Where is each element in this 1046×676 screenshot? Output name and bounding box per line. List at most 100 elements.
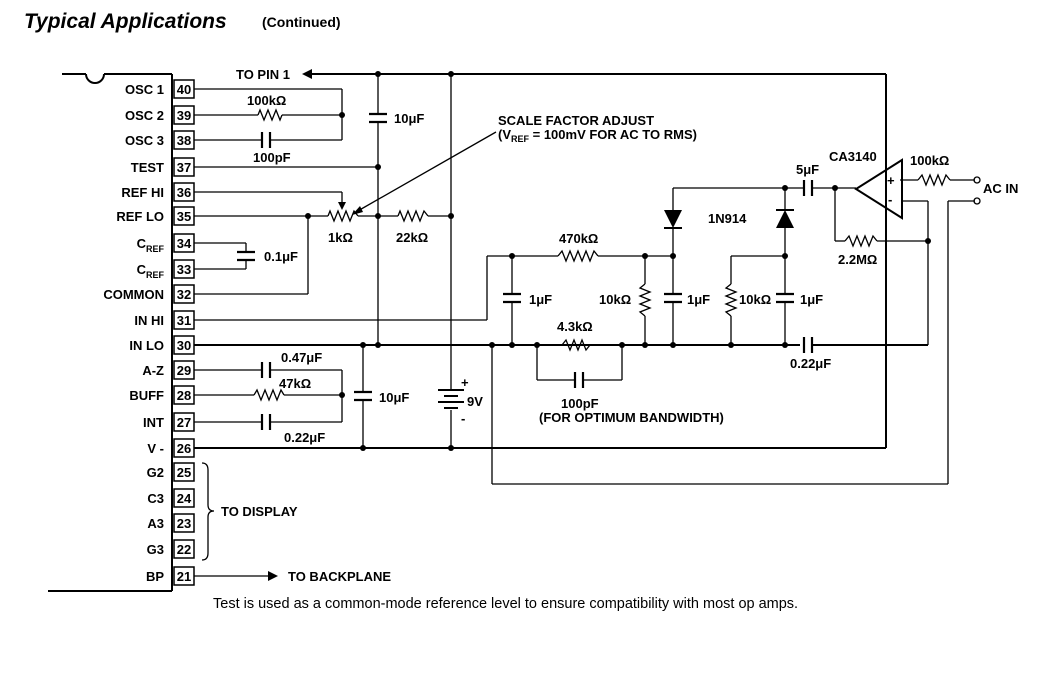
pin-number-21: 21: [177, 569, 191, 584]
pin-box-23: [173, 513, 195, 533]
pin-number-33: 33: [177, 262, 191, 277]
pin-name-32: COMMON: [103, 287, 164, 302]
label-r-22k: 22kΩ: [396, 230, 428, 245]
diode-1n914: [776, 209, 794, 228]
capacitor-cref: [237, 250, 255, 262]
label-c-in2: 1μF: [687, 292, 710, 307]
pin-number-32: 32: [177, 287, 191, 302]
capacitor-5uf: [802, 180, 814, 196]
scale-adjust-leader: [355, 131, 497, 213]
display-bracket: [201, 462, 215, 561]
label-c-in3: 1μF: [800, 292, 823, 307]
resistor-47k: [253, 388, 285, 402]
label-r-10k-b: 10kΩ: [739, 292, 771, 307]
pin-box-22: [173, 539, 195, 559]
capacitor-047uf: [260, 362, 272, 378]
resistor-470k: [557, 249, 599, 263]
pin-name-28: BUFF: [129, 388, 164, 403]
pin-number-24: 24: [177, 491, 192, 506]
section-subtitle: (Continued): [262, 14, 341, 30]
label-for-bandwidth: (FOR OPTIMUM BANDWIDTH): [539, 410, 724, 425]
label-r-470k: 470kΩ: [559, 231, 598, 246]
pin-number-40: 40: [177, 82, 191, 97]
label-c-int: 0.22μF: [284, 430, 325, 445]
pin-number-28: 28: [177, 388, 191, 403]
label-r-osc: 100kΩ: [247, 93, 286, 108]
pin-name-39: OSC 2: [125, 108, 164, 123]
capacitor-1uf-a: [503, 292, 521, 304]
pin-name-38: OSC 3: [125, 133, 164, 148]
caption: Test is used as a common-mode reference …: [213, 596, 798, 612]
label-op-minus: -: [888, 192, 892, 207]
label-c-ref: 0.1μF: [264, 249, 298, 264]
pin-number-34: 34: [177, 236, 192, 251]
pin-name-40: OSC 1: [125, 82, 164, 97]
label-battery-minus: -: [461, 411, 465, 426]
capacitor-10uf-mid: [354, 390, 372, 402]
resistor-22k: [397, 209, 429, 223]
ac-in-terminal-b: [973, 197, 981, 205]
resistor-10k-a: [638, 283, 652, 317]
label-to-pin1: TO PIN 1: [236, 67, 290, 82]
pin-number-31: 31: [177, 313, 191, 328]
label-scale-adjust: SCALE FACTOR ADJUST: [498, 113, 654, 128]
pin-name-29: A-Z: [142, 363, 164, 378]
pin-name-23: A3: [147, 516, 164, 531]
pin-name-34: CREF: [137, 236, 165, 254]
pin-box-25: [173, 462, 195, 482]
battery-9v: [438, 389, 464, 409]
label-pot: 1kΩ: [328, 230, 353, 245]
chip-outline: [48, 73, 173, 592]
wires: [194, 73, 975, 577]
pin-number-25: 25: [177, 465, 191, 480]
pin-name-26: V -: [147, 441, 164, 456]
label-opamp: CA3140: [829, 149, 877, 164]
resistor-100k-fb: [917, 173, 951, 187]
pin-number-39: 39: [177, 108, 191, 123]
label-to-backplane: TO BACKPLANE: [288, 569, 391, 584]
resistor-2m2: [844, 234, 878, 248]
label-c-in1: 1μF: [529, 292, 552, 307]
label-c-mid: 10μF: [379, 390, 409, 405]
capacitor-1uf-c: [776, 292, 794, 304]
resistor-100k-osc: [257, 108, 283, 122]
capacitor-100pf-bw: [573, 372, 585, 388]
label-op-plus: +: [887, 173, 895, 188]
label-c-top: 10μF: [394, 111, 424, 126]
pin-name-36: REF HI: [121, 185, 164, 200]
label-battery-plus: +: [461, 375, 469, 390]
pin-name-35: REF LO: [116, 209, 164, 224]
arrow-to-pin1: [302, 69, 312, 79]
capacitor-100pf-osc: [260, 132, 272, 148]
label-c-osc: 100pF: [253, 150, 291, 165]
ac-in-terminal-a: [973, 176, 981, 184]
resistor-10k-b: [724, 283, 738, 317]
label-r-4k3: 4.3kΩ: [557, 319, 593, 334]
pin-name-21: BP: [146, 569, 164, 584]
label-c-5u: 5μF: [796, 162, 819, 177]
capacitor-022uf-int: [260, 414, 272, 430]
label-vref: (VREF = 100mV FOR AC TO RMS): [498, 127, 697, 144]
resistor-4k3: [561, 338, 591, 352]
label-r-fb: 2.2MΩ: [838, 252, 877, 267]
pin-name-24: C3: [147, 491, 164, 506]
label-c-bw: 100pF: [561, 396, 599, 411]
label-r-10k-a: 10kΩ: [599, 292, 631, 307]
pin-number-23: 23: [177, 516, 191, 531]
pin-name-25: G2: [147, 465, 164, 480]
label-battery: 9V: [467, 394, 483, 409]
capacitor-10uf-top: [369, 112, 387, 124]
diode-a: [664, 210, 682, 229]
potentiometer-1k: [327, 202, 359, 223]
pin-number-35: 35: [177, 209, 191, 224]
pin-box-24: [173, 488, 195, 508]
pin-name-30: IN LO: [129, 338, 164, 353]
pin-number-36: 36: [177, 185, 191, 200]
section-title: Typical Applications: [24, 10, 227, 33]
pin-name-22: G3: [147, 542, 164, 557]
label-to-display: TO DISPLAY: [221, 504, 298, 519]
label-ac-in: AC IN: [983, 181, 1018, 196]
pin-number-26: 26: [177, 441, 191, 456]
